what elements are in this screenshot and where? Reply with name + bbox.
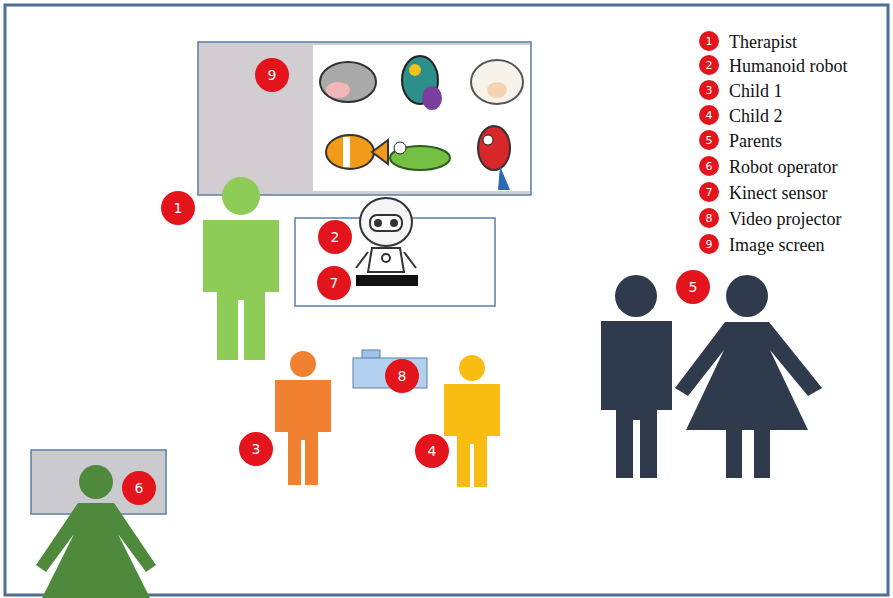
legend-text: Video projector bbox=[729, 210, 841, 228]
callout-number: 2 bbox=[706, 60, 713, 71]
robot-figure bbox=[356, 198, 416, 272]
operator-figure bbox=[36, 465, 156, 598]
callout-number: 6 bbox=[706, 161, 713, 172]
callout-number: 7 bbox=[330, 276, 339, 290]
callout-number: 8 bbox=[398, 369, 407, 383]
legend-text: Humanoid robot bbox=[729, 57, 848, 75]
parent-figures bbox=[601, 275, 822, 478]
screen-box bbox=[198, 42, 531, 195]
callout-number: 9 bbox=[268, 68, 277, 82]
callout-number: 3 bbox=[252, 442, 261, 456]
therapist-figure bbox=[203, 177, 279, 360]
legend-text: Child 1 bbox=[729, 82, 783, 100]
legend-text: Image screen bbox=[729, 236, 824, 254]
callout-number: 5 bbox=[706, 135, 713, 146]
legend-text: Parents bbox=[729, 132, 782, 150]
projected-image bbox=[313, 45, 530, 191]
callout-circles bbox=[122, 58, 710, 505]
child-figure bbox=[275, 351, 331, 485]
callout-number: 6 bbox=[135, 481, 144, 495]
callout-number: 8 bbox=[706, 213, 713, 224]
callout-number: 2 bbox=[331, 230, 340, 244]
callout-number: 4 bbox=[428, 444, 437, 458]
callout-number: 3 bbox=[706, 85, 713, 96]
legend-text: Robot operator bbox=[729, 158, 837, 176]
callout-number: 5 bbox=[689, 280, 698, 294]
child-figure bbox=[444, 355, 500, 487]
callout-number: 7 bbox=[706, 187, 713, 198]
kinect-sensor bbox=[356, 275, 418, 286]
callout-number: 4 bbox=[706, 110, 713, 121]
animal-pictures bbox=[320, 56, 523, 190]
room-border bbox=[5, 5, 888, 595]
callout-number: 1 bbox=[706, 36, 713, 47]
legend-text: Kinect sensor bbox=[729, 184, 827, 202]
callout-number: 9 bbox=[706, 239, 713, 250]
callout-number: 1 bbox=[174, 201, 183, 215]
legend-text: Therapist bbox=[729, 33, 797, 51]
legend-text: Child 2 bbox=[729, 107, 783, 125]
